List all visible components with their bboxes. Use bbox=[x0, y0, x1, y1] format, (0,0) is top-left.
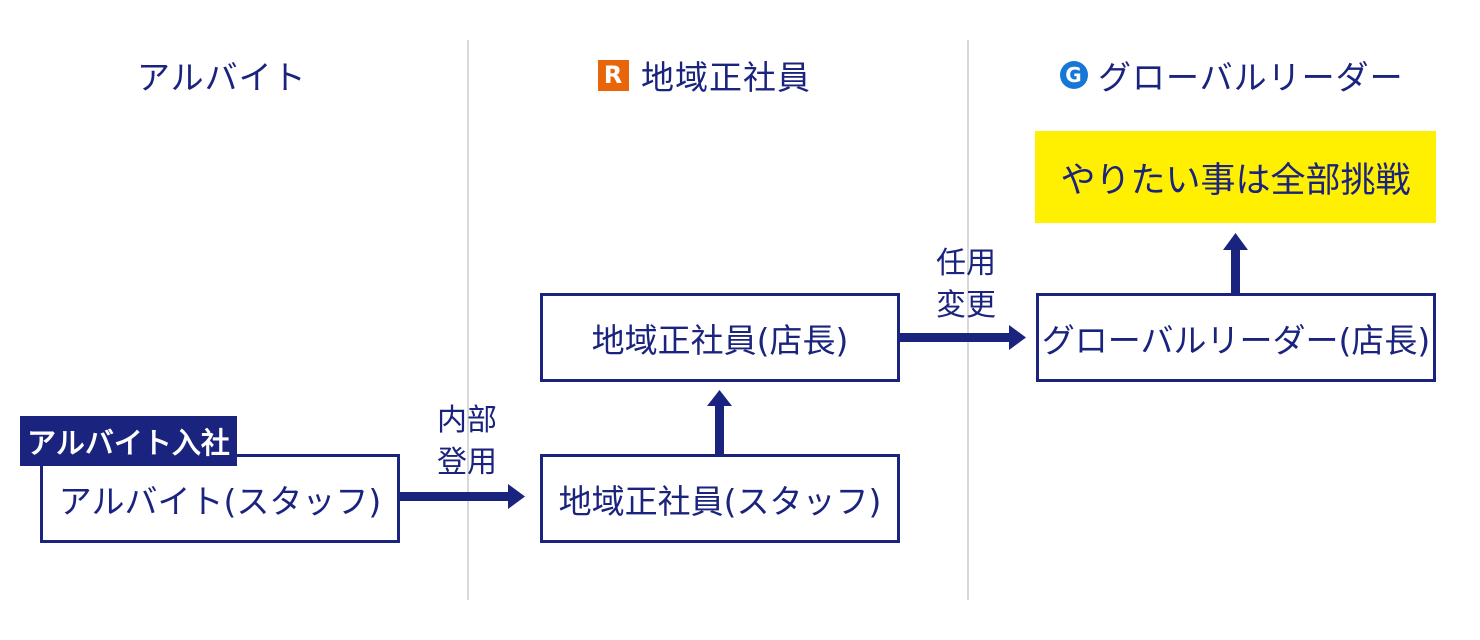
column-divider-1 bbox=[467, 40, 469, 600]
column-title-global: G グローバルリーダー bbox=[1060, 52, 1404, 98]
arrow-label-line: 変更 bbox=[936, 288, 996, 323]
column-divider-2 bbox=[967, 40, 969, 600]
column-title-label: グローバルリーダー bbox=[1098, 58, 1404, 97]
box-regional-manager: 地域正社員(店長) bbox=[540, 293, 900, 382]
box-label: 地域正社員(スタッフ) bbox=[558, 481, 882, 521]
column-title-label: アルバイト bbox=[137, 58, 307, 97]
box-label: グローバルリーダー(店長) bbox=[1041, 320, 1431, 360]
arrow-label-change-appointment: 任用 変更 bbox=[930, 243, 1002, 327]
challenge-highlight: やりたい事は全部挑戦 bbox=[1035, 131, 1436, 223]
regional-r-badge-icon: R bbox=[598, 59, 629, 91]
arrow-label-line: 登用 bbox=[437, 445, 497, 480]
column-title-regional: R 地域正社員 bbox=[598, 52, 811, 98]
arrow-label-line: 内部 bbox=[437, 403, 497, 438]
box-label: アルバイト(スタッフ) bbox=[58, 481, 382, 521]
arrow-global-to-highlight bbox=[1223, 233, 1248, 293]
part-time-entry-tag: アルバイト入社 bbox=[20, 416, 237, 466]
arrow-label-line: 任用 bbox=[936, 246, 996, 281]
arrow-regional-to-global bbox=[900, 325, 1026, 350]
arrow-part-time-to-regional bbox=[400, 484, 525, 509]
global-g-badge-icon: G bbox=[1060, 61, 1088, 89]
box-label: 地域正社員(店長) bbox=[591, 320, 849, 360]
box-part-time-staff: アルバイト(スタッフ) bbox=[40, 454, 400, 543]
column-title-label: 地域正社員 bbox=[641, 58, 811, 97]
column-title-part-time: アルバイト bbox=[137, 52, 307, 98]
box-global-manager: グローバルリーダー(店長) bbox=[1036, 293, 1436, 382]
box-regional-staff: 地域正社員(スタッフ) bbox=[540, 454, 900, 543]
arrow-regional-staff-to-manager bbox=[707, 390, 732, 454]
arrow-label-internal-hire: 内部 登用 bbox=[431, 400, 503, 484]
